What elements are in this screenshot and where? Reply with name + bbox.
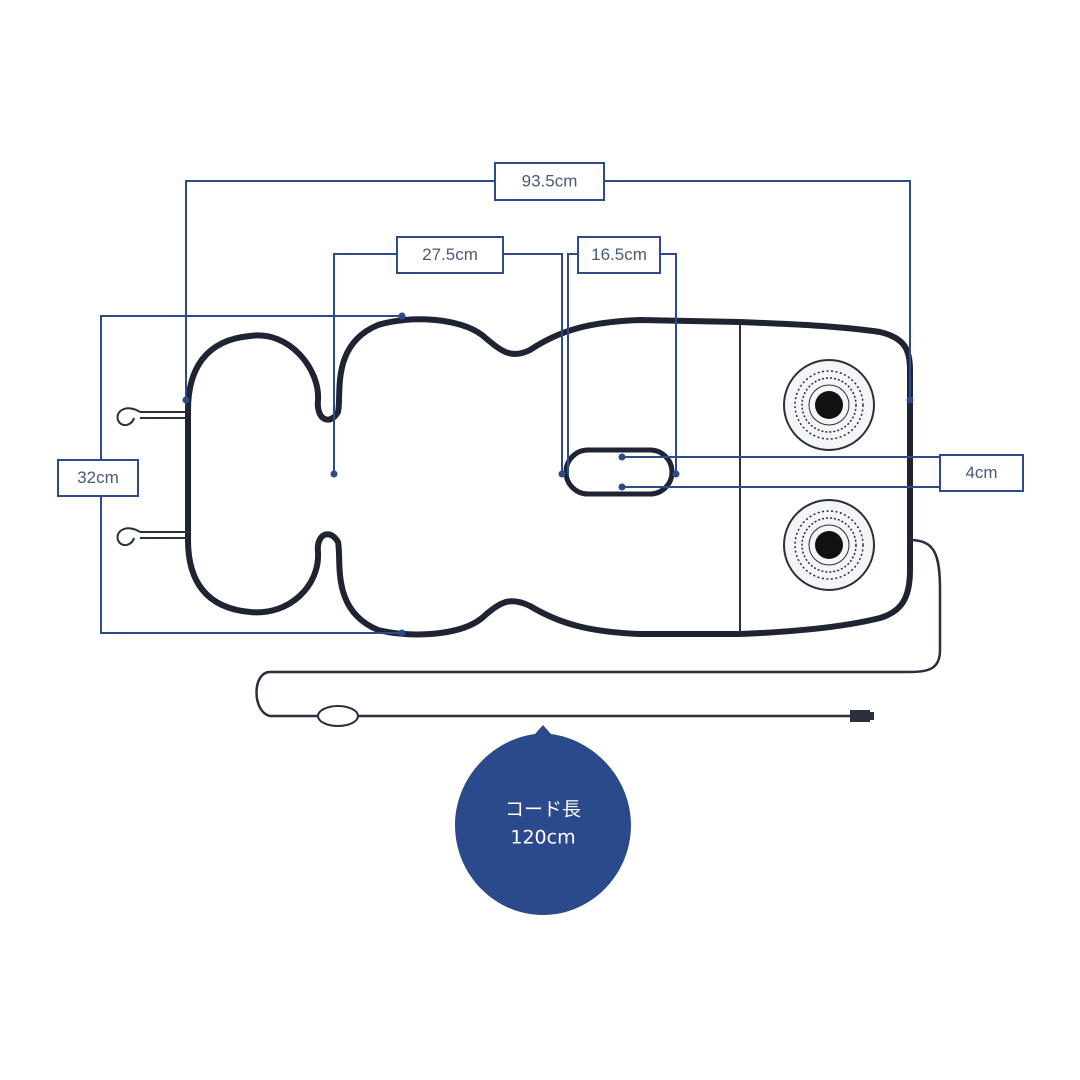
label-slot-length: 16.5cm [591,245,647,264]
cushion-outline [185,316,913,638]
hook-icon [116,407,188,426]
fan-icon [783,499,875,591]
dimension-width: 32cm [57,312,406,637]
dimension-slot-width: 4cm [618,453,1024,492]
dimension-shoulder-to-slot: 27.5cm [330,236,566,478]
cord-length-value: 120cm [510,827,575,849]
label-slot-width: 4cm [965,463,997,482]
power-cord [255,538,942,718]
label-shoulder-to-slot: 27.5cm [422,245,478,264]
dimension-slot-length: 16.5cm [567,236,680,478]
cord-controller [317,705,359,727]
label-total-length: 93.5cm [522,171,578,190]
center-slot [563,447,675,497]
usb-plug-icon [850,710,870,722]
label-width: 32cm [77,468,119,487]
hook-icon [116,527,188,546]
fan-icon [783,359,875,451]
cord-length-badge: コード長 120cm [455,725,631,915]
dimension-total-length: 93.5cm [182,162,914,404]
cord-length-label: コード長 [505,799,581,821]
